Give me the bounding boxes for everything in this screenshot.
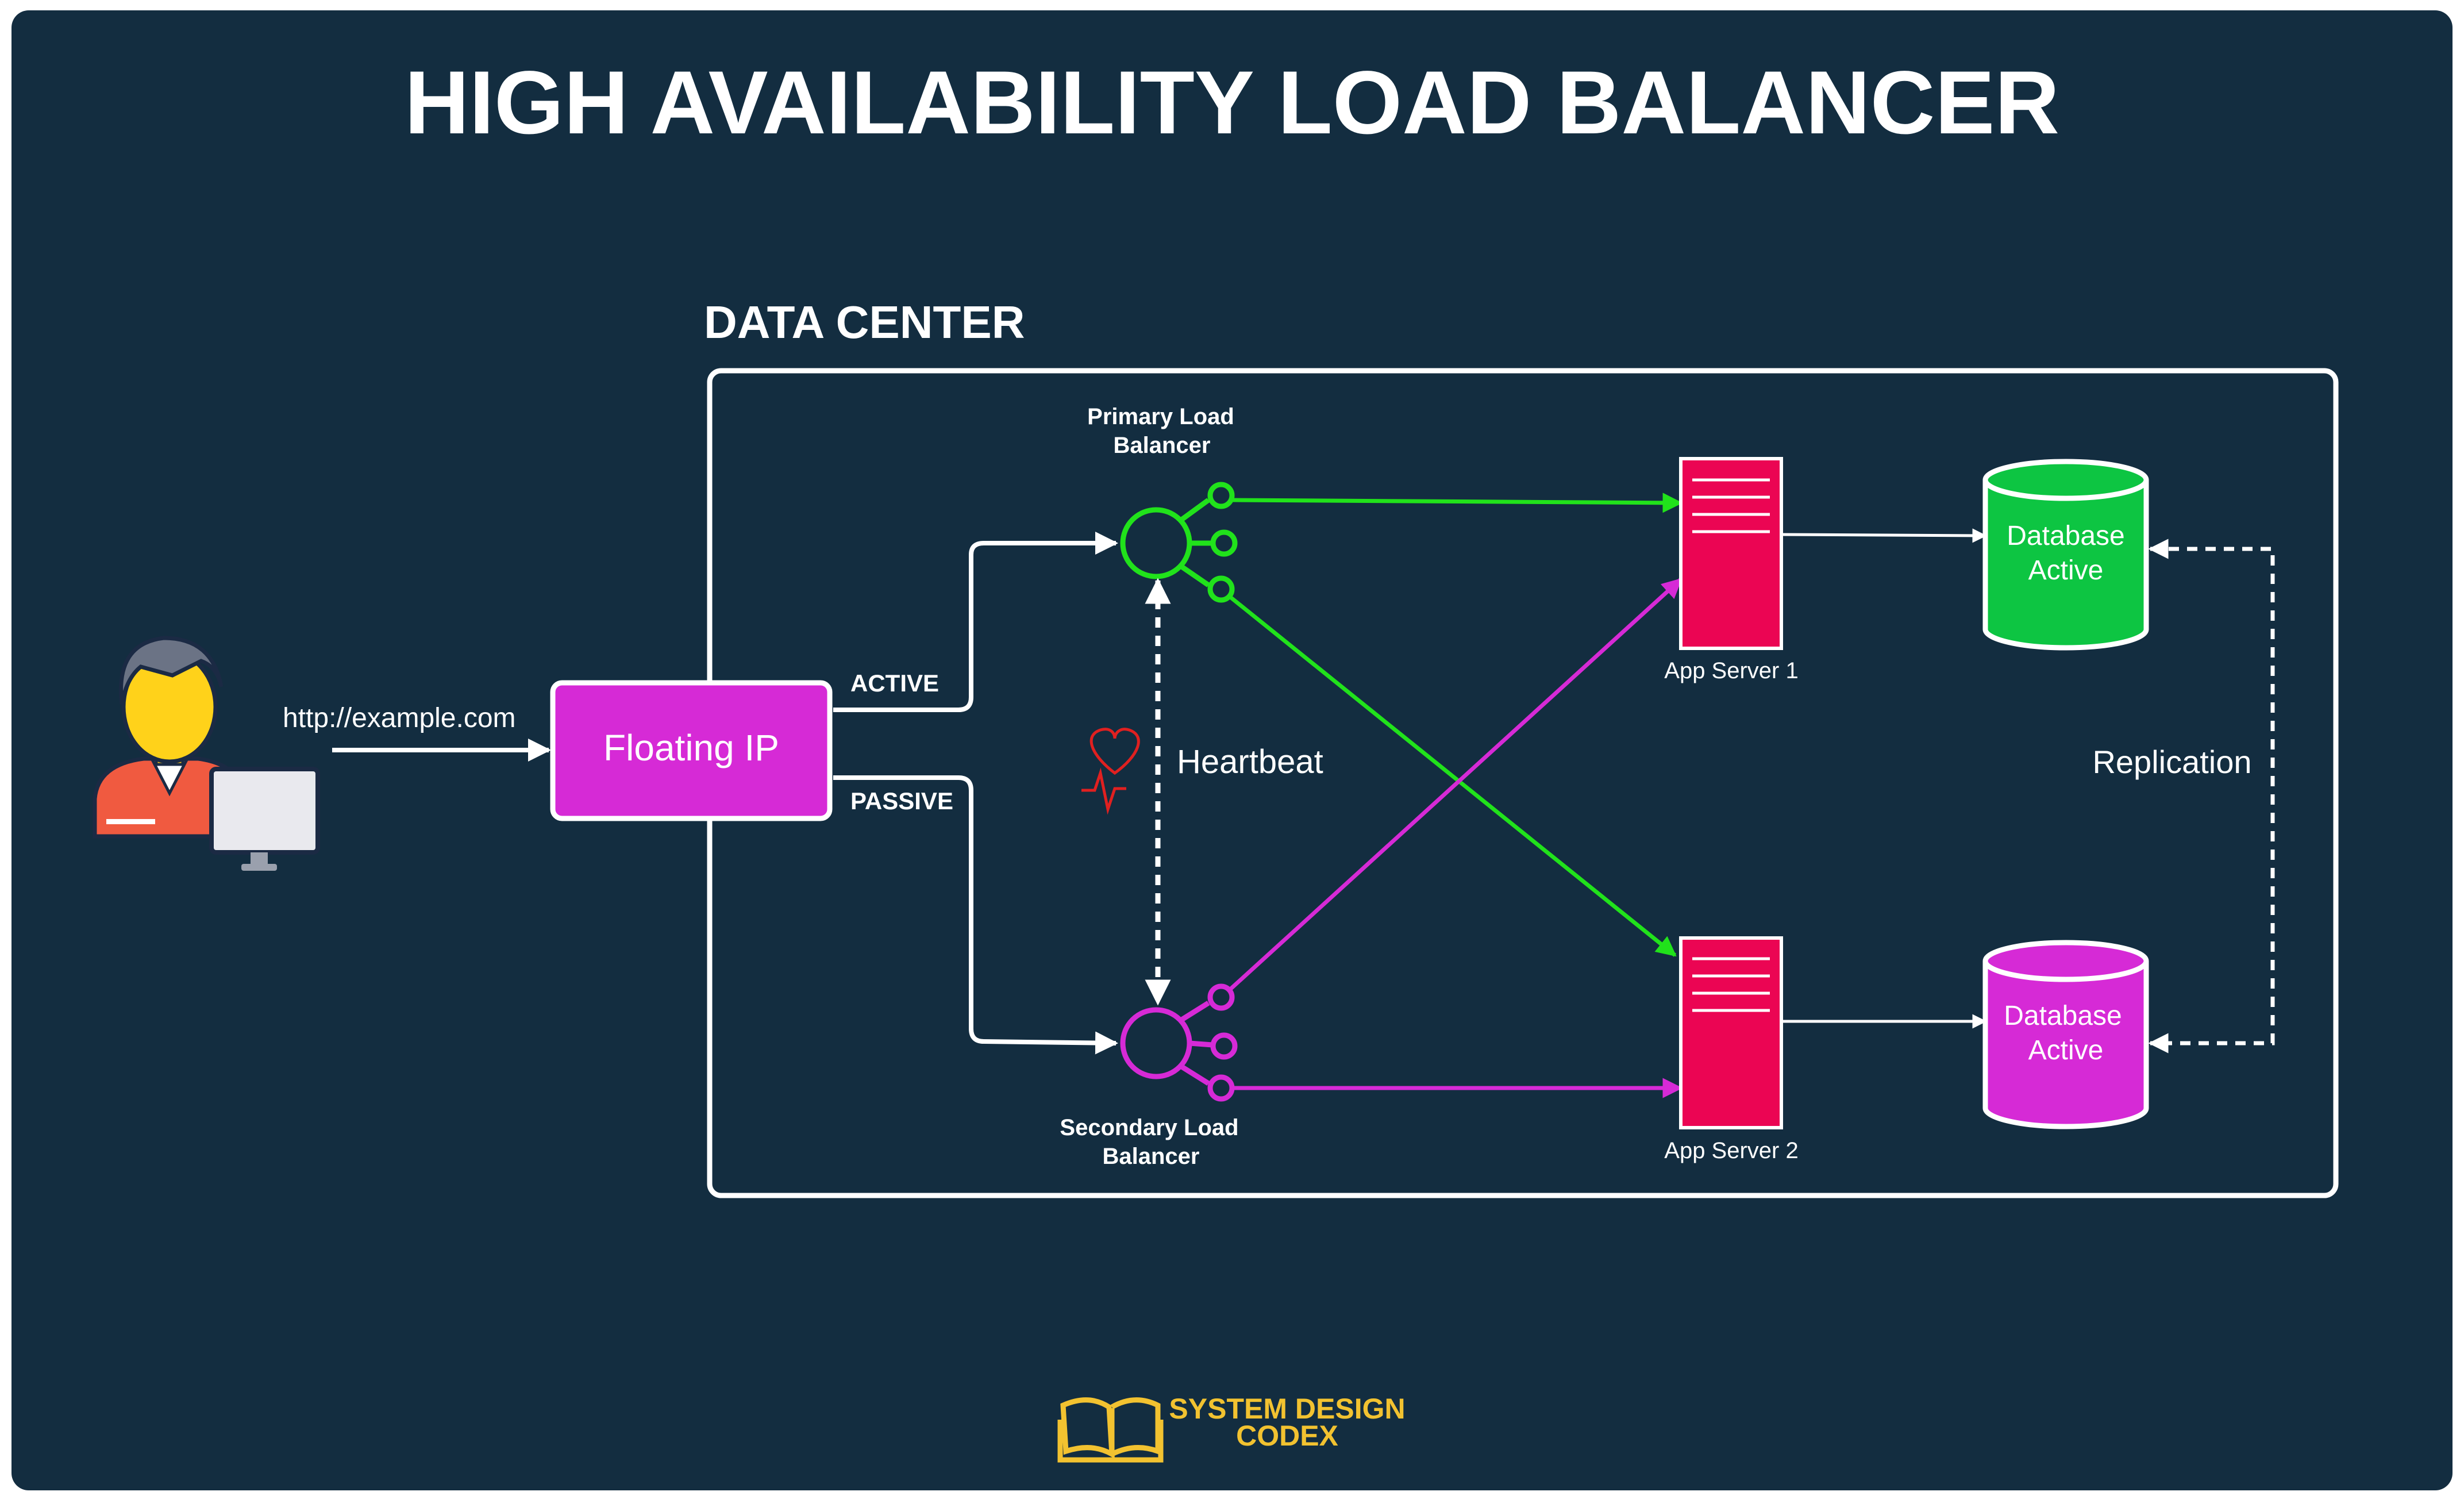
background-panel — [11, 10, 2453, 1490]
floating-ip-node — [550, 680, 833, 821]
logo-line1: SYSTEM DESIGN — [1169, 1393, 1405, 1425]
app-server-1-label: App Server 1 — [1664, 658, 1798, 683]
secondary-lb-label-line2: Balancer — [1103, 1144, 1200, 1169]
app-server-1-to-database-arrow — [1782, 528, 1987, 543]
app-server-2-icon — [1679, 936, 1783, 1129]
secondary-to-app-server-1-arrow — [1228, 578, 1683, 991]
heartbeat-icon — [1081, 728, 1140, 815]
database-1-icon — [1982, 459, 2149, 651]
replication-label: Replication — [2092, 744, 2251, 780]
data-center-label: DATA CENTER — [704, 297, 1025, 348]
primary-lb-label-line2: Balancer — [1114, 433, 1211, 458]
client-url: http://example.com — [283, 703, 516, 733]
database-2-icon — [1982, 940, 2149, 1129]
diagram-title: HIGH AVAILABILITY LOAD BALANCER — [405, 53, 2059, 153]
passive-label: PASSIVE — [850, 787, 953, 814]
user-at-computer-icon — [93, 636, 320, 871]
secondary-load-balancer-icon — [1120, 983, 1238, 1102]
app-server-2-label: App Server 2 — [1664, 1138, 1798, 1163]
floating-ip-label: Floating IP — [603, 727, 779, 768]
database-1-label-line2: Active — [2028, 555, 2104, 586]
database-1-label-line1: Database — [2007, 521, 2124, 551]
database-2-label-line1: Database — [2004, 1001, 2122, 1031]
primary-to-app-server-2-arrow — [1228, 595, 1677, 957]
heartbeat-label: Heartbeat — [1177, 743, 1323, 781]
active-path-arrow — [833, 532, 1118, 712]
open-book-icon — [1057, 1397, 1164, 1463]
primary-load-balancer-icon — [1120, 482, 1238, 603]
passive-path-arrow — [833, 775, 1118, 1055]
app-server-1-icon — [1679, 457, 1783, 650]
secondary-lb-label-line1: Secondary Load — [1060, 1115, 1238, 1140]
database-2-label-line2: Active — [2028, 1035, 2104, 1066]
replication-link — [2148, 539, 2275, 1054]
logo-line2: CODEX — [1236, 1420, 1338, 1452]
primary-lb-label-line1: Primary Load — [1087, 404, 1234, 429]
active-label: ACTIVE — [850, 670, 939, 697]
primary-to-app-server-1-arrow — [1231, 493, 1683, 513]
